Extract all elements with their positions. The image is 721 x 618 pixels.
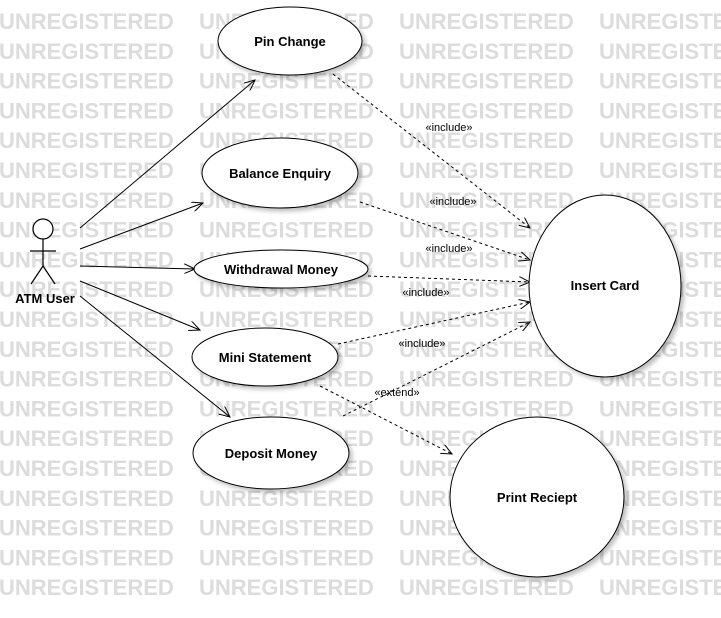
watermark-text: UNREGISTERED	[399, 9, 574, 34]
watermark-text: UNREGISTERED	[0, 337, 174, 362]
watermark-text: UNREGISTERED	[599, 426, 721, 451]
watermark-text: UNREGISTERED	[599, 158, 721, 183]
watermark-text: UNREGISTERED	[599, 545, 721, 570]
include-label: «include»	[398, 338, 445, 350]
use-case-insert-card[interactable]: Insert Card	[528, 194, 682, 378]
include-label: «include»	[402, 287, 449, 299]
extend-print-reciept	[319, 385, 452, 454]
watermark-text: UNREGISTERED	[599, 69, 721, 94]
assoc-mini-statement	[79, 280, 200, 330]
actor-atm-user[interactable]: ATM User	[15, 218, 75, 306]
include-mini-statement	[337, 302, 530, 345]
watermark-text: UNREGISTERED	[0, 247, 174, 272]
watermark-text: UNREGISTERED	[599, 9, 721, 34]
watermark-text: UNREGISTERED	[399, 98, 574, 123]
include-label: «include»	[425, 122, 472, 134]
watermark-text: UNREGISTERED	[0, 158, 174, 183]
watermark-text: UNREGISTERED	[0, 188, 174, 213]
use-case-label: Deposit Money	[225, 446, 318, 461]
watermark-text: UNREGISTERED	[199, 218, 374, 243]
use-case-pin-change[interactable]: Pin Change	[217, 6, 363, 76]
watermark-text: UNREGISTERED	[0, 396, 174, 421]
include-label: «include»	[425, 243, 472, 255]
watermark-text: UNREGISTERED	[199, 516, 374, 541]
watermark-text: UNREGISTERED	[399, 39, 574, 64]
include-deposit-money	[342, 322, 530, 417]
watermark-text: UNREGISTERED	[0, 128, 174, 153]
watermark-text: UNREGISTERED	[399, 128, 574, 153]
assoc-withdrawal-money	[79, 266, 195, 269]
watermark-text: UNREGISTERED	[0, 575, 174, 600]
use-case-mini-statement[interactable]: Mini Statement	[191, 327, 339, 387]
stereotype-labels: «include» «include» «include» «include» …	[374, 122, 476, 399]
watermark-text: UNREGISTERED	[399, 188, 574, 213]
use-case-label: Insert Card	[571, 278, 640, 293]
watermark-text: UNREGISTERED	[199, 98, 374, 123]
watermark-text: UNREGISTERED	[0, 9, 174, 34]
watermark-text: UNREGISTERED	[0, 456, 174, 481]
watermark-text: UNREGISTERED	[599, 98, 721, 123]
watermark-text: UNREGISTERED	[599, 39, 721, 64]
watermark-text: UNREGISTERED	[0, 426, 174, 451]
associations	[79, 80, 255, 417]
watermark-text: UNREGISTERED	[0, 277, 174, 302]
watermark-text: UNREGISTERED	[399, 158, 574, 183]
watermark-text: UNREGISTERED	[0, 307, 174, 332]
assoc-deposit-money	[79, 295, 230, 417]
watermark-text: UNREGISTERED	[0, 486, 174, 511]
watermark-text: UNREGISTERED	[599, 575, 721, 600]
watermark-text: UNREGISTERED	[0, 516, 174, 541]
dependencies	[319, 73, 530, 454]
watermark-text: UNREGISTERED	[199, 486, 374, 511]
use-case-label: Mini Statement	[219, 350, 312, 365]
watermark-text: UNREGISTERED	[599, 396, 721, 421]
use-case-deposit-money[interactable]: Deposit Money	[192, 416, 350, 490]
watermark-text: UNREGISTERED	[599, 128, 721, 153]
watermark-text: UNREGISTERED	[199, 575, 374, 600]
use-case-label: Withdrawal Money	[224, 262, 339, 277]
watermark-text: UNREGISTERED	[199, 545, 374, 570]
use-case-balance-enquiry[interactable]: Balance Enquiry	[201, 137, 359, 209]
use-case-label: Print Reciept	[497, 490, 578, 505]
use-case-label: Pin Change	[254, 34, 326, 49]
assoc-pin-change	[79, 80, 255, 229]
watermark-text: UNREGISTERED	[0, 218, 174, 243]
watermark-text: UNREGISTERED	[399, 69, 574, 94]
watermark-text: UNREGISTERED	[0, 69, 174, 94]
include-label: «include»	[429, 196, 476, 208]
watermark-text: UNREGISTERED	[0, 39, 174, 64]
watermark-text: UNREGISTERED	[0, 545, 174, 570]
watermark-text: UNREGISTERED	[199, 307, 374, 332]
watermark-text: UNREGISTERED	[0, 98, 174, 123]
use-case-withdrawal-money[interactable]: Withdrawal Money	[193, 249, 369, 289]
watermark-text: UNREGISTERED	[399, 575, 574, 600]
use-case-label: Balance Enquiry	[229, 166, 332, 181]
actor-label: ATM User	[15, 291, 75, 306]
actor-head	[32, 218, 54, 240]
watermark-text: UNREGISTERED	[0, 367, 174, 392]
watermark-text: UNREGISTERED	[399, 367, 574, 392]
extend-label: «extend»	[374, 387, 419, 399]
assoc-balance-enquiry	[79, 203, 203, 250]
use-case-print-reciept[interactable]: Print Reciept	[449, 416, 625, 578]
